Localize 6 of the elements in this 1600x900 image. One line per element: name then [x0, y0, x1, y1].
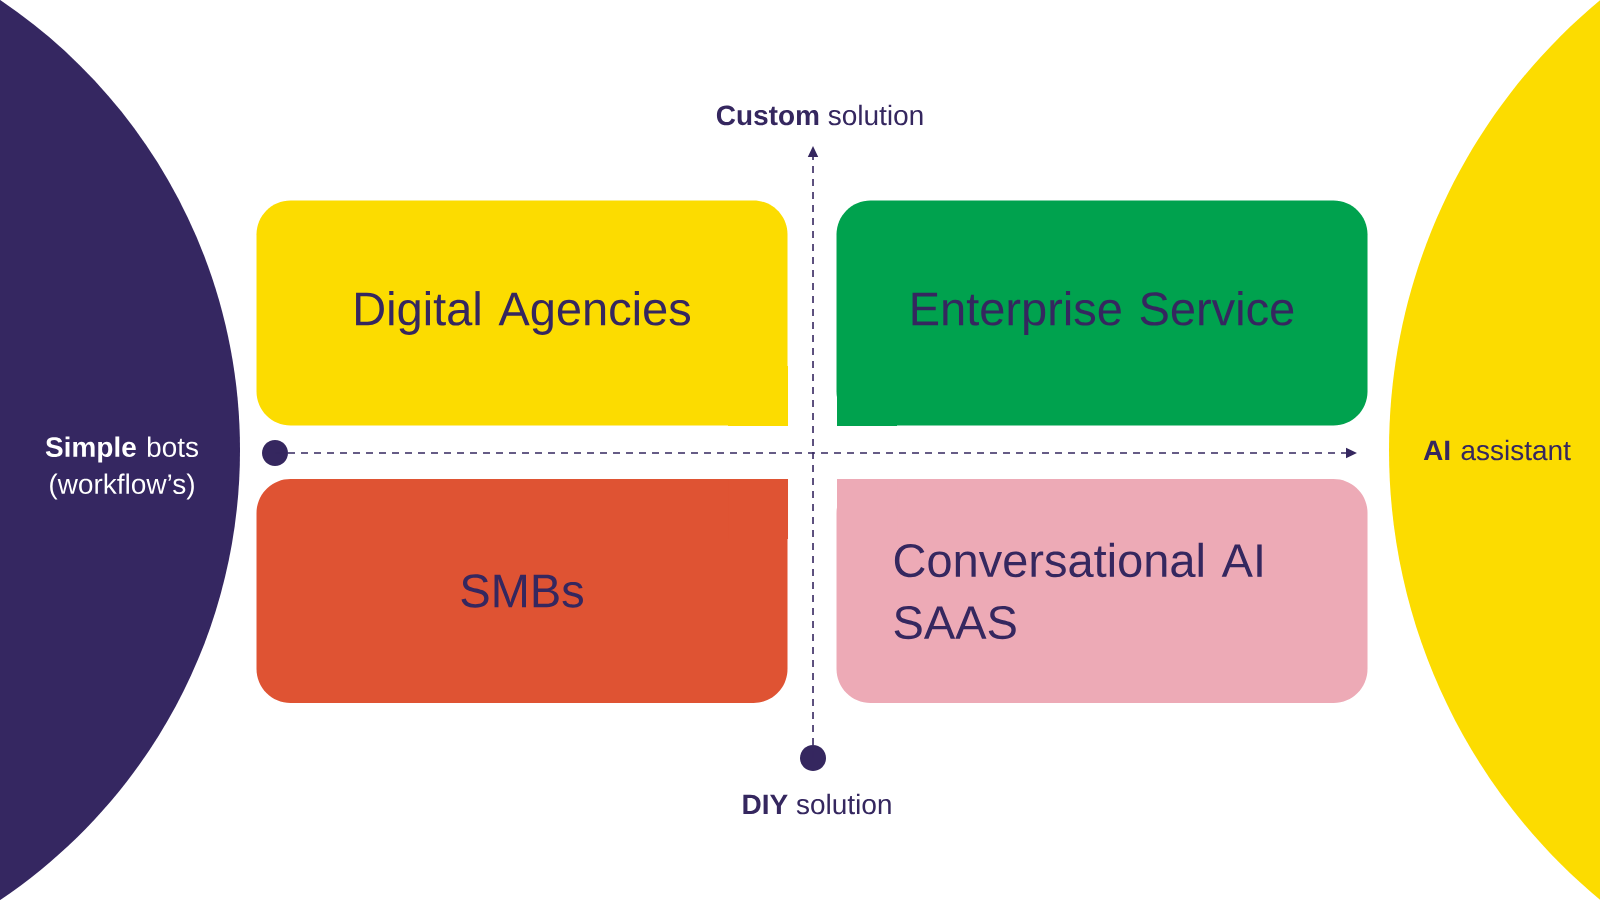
axis-label: Custom solution: [716, 104, 923, 126]
quadrant-box: Enterprise Service: [836, 200, 1368, 426]
axis-label: DIY solution: [743, 793, 891, 815]
quadrant-box: Conversational AI SAAS: [836, 479, 1368, 703]
quadrant-box: SMBs: [256, 479, 788, 703]
quadrant-box: Digital Agencies: [256, 200, 788, 426]
